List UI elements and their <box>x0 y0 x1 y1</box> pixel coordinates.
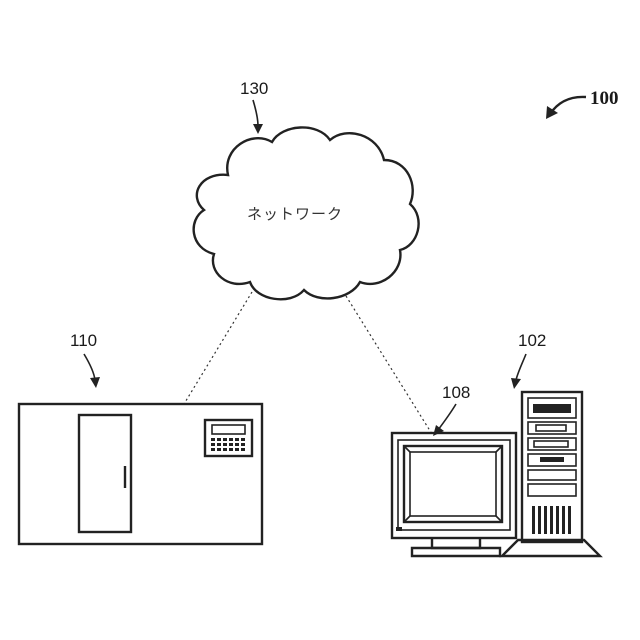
server-connection-line <box>184 292 252 404</box>
monitor-icon <box>392 433 516 556</box>
server-arrowhead-icon <box>90 377 100 388</box>
system-ref-label: 100 <box>590 88 619 109</box>
system-label-group: 100 <box>546 88 619 119</box>
server-arrow-icon <box>84 354 95 380</box>
network-ref-label: 130 <box>240 79 268 98</box>
monitor-arrow-icon <box>438 404 456 430</box>
computer-arrow-icon <box>516 354 526 380</box>
server-door <box>79 415 131 532</box>
computer-group: 102 108 <box>392 331 600 556</box>
server-keypad-icon <box>205 420 252 456</box>
monitor-arrowhead-icon <box>433 425 444 436</box>
monitor-ref-label: 108 <box>442 383 470 402</box>
server-ref-label: 110 <box>70 331 97 350</box>
computer-ref-label: 102 <box>518 331 546 350</box>
network-text: ネットワーク <box>247 205 343 223</box>
network-arrowhead-icon <box>253 124 263 134</box>
server-group: 110 <box>19 331 262 544</box>
network-group: 130 ネットワーク <box>194 79 419 299</box>
computer-connection-line <box>346 296 432 434</box>
computer-arrowhead-icon <box>511 378 521 389</box>
network-arrow-icon <box>253 100 258 126</box>
